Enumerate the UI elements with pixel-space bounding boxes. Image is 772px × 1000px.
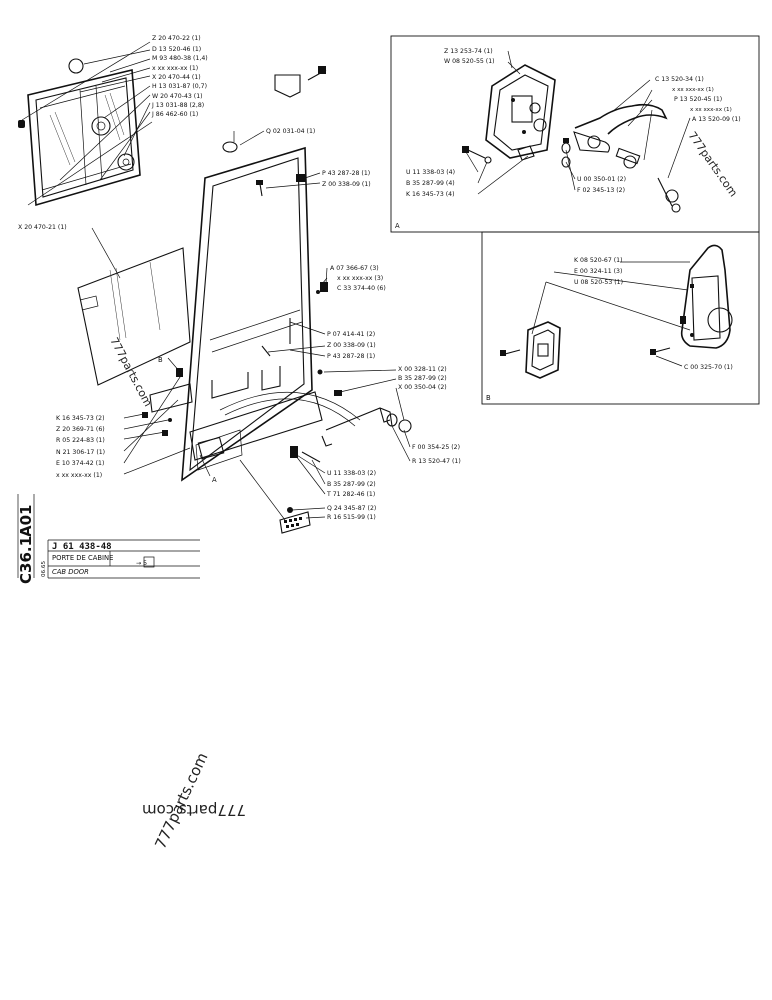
label-x00350-04: X 00 350-04 (2): [398, 384, 447, 391]
label-x20470-21: X 20 470-21 (1): [18, 224, 67, 231]
label-k08520-67: K 08 520-67 (1): [574, 257, 623, 264]
label-h13031-87: H 13 031-87 (0,7): [152, 83, 207, 90]
label-u11338-03-b: U 11 338-03 (4): [406, 169, 455, 176]
label-b35287-99-b: B 35 287-99 (2): [327, 481, 376, 488]
label-u00350-01: U 00 350-01 (2): [577, 176, 626, 183]
label-j13031-88: J 13 031-88 (2,8): [151, 102, 204, 109]
section-code-c36: C36.1: [17, 536, 35, 584]
label-xx-1: x xx xxx-xx (1): [152, 65, 198, 72]
label-x00328-11: X 00 328-11 (2): [398, 366, 447, 373]
label-q24345-87: Q 24 345-87 (2): [327, 505, 376, 512]
main-part-labels: Z 20 470-22 (1) D 13 520-46 (1) M 93 480…: [18, 35, 461, 521]
label-k16345-73-b: K 16 345-73 (4): [406, 191, 455, 198]
label-e10374-42: E 10 374-42 (1): [56, 460, 104, 467]
label-m93480-38: M 93 480-38 (1,4): [152, 55, 208, 62]
label-z13253-74: Z 13 253-74 (1): [444, 48, 493, 55]
label-q02031-04: Q 02 031-04 (1): [266, 128, 315, 135]
title-english: CAB DOOR: [52, 568, 89, 576]
watermark-bottom-inverted: 777parts.com: [142, 801, 246, 819]
label-xx-a1: x xx xxx-xx (1): [672, 87, 714, 93]
label-z00338-09-b: Z 00 338-09 (1): [327, 342, 376, 349]
label-r05224-83: R 05 224-83 (1): [56, 437, 105, 444]
inset-a-door-lock: [390, 35, 760, 233]
watermark-diagram: 777parts.com: [107, 335, 154, 408]
label-b35287-99-a: B 35 287-99 (2): [398, 375, 447, 382]
watermark-bottom-rotated: 777parts.com: [151, 750, 211, 852]
label-p07414-41: P 07 414-41 (2): [327, 331, 375, 338]
inset-a-letter: A: [395, 222, 400, 230]
watermarks: 777parts.com 777parts.com 777parts.com 7…: [107, 129, 740, 851]
label-a13520-09: A 13 520-09 (1): [692, 116, 741, 123]
label-z20369-71: Z 20 369-71 (6): [56, 426, 105, 433]
inset-b-letter: B: [486, 394, 491, 402]
label-u11338-03-a: U 11 338-03 (2): [327, 470, 376, 477]
label-xx-a2: x xx xxx-xx (1): [690, 107, 732, 113]
label-u08520-53: U 08 520-53 (1): [574, 279, 623, 286]
window-frame-assembly: [18, 41, 151, 207]
door-frame: [142, 66, 412, 534]
label-p43287-28-b: P 43 287-28 (1): [327, 353, 375, 360]
label-z00338-09-a: Z 00 338-09 (1): [322, 181, 371, 188]
title-block: A01 C36.1 06.65 J 61 438-48 PORTE DE CAB…: [17, 494, 200, 584]
section-code-a01: A01: [17, 505, 35, 537]
label-c13520-34: C 13 520-34 (1): [655, 76, 704, 83]
callout-a-letter: A: [212, 476, 217, 484]
label-n21306-17: N 21 306-17 (1): [56, 449, 105, 456]
label-x20470-44: X 20 470-44 (1): [152, 74, 201, 81]
label-f00354-25: F 00 354-25 (2): [412, 444, 460, 451]
label-e00324-11: E 00 324-11 (3): [574, 268, 622, 275]
glass-pane: [77, 227, 191, 386]
label-a07366-67: A 07 366-67 (3): [330, 265, 379, 272]
label-p13520-45: P 13 520-45 (1): [674, 96, 722, 103]
inset-b-latch: [481, 231, 760, 405]
label-xx-4: x xx xxx-xx (1): [56, 472, 102, 479]
label-r13520-47: R 13 520-47 (1): [412, 458, 461, 465]
callout-b-letter: B: [158, 356, 163, 364]
inset-a-labels: Z 13 253-74 (1) W 08 520-55 (1) C 13 520…: [395, 48, 741, 230]
reference-note: → 5: [136, 560, 147, 567]
label-c00325-70: C 00 325-70 (1): [684, 364, 733, 371]
label-t71282-46: T 71 282-46 (1): [326, 491, 375, 498]
label-f02345-13: F 02 345-13 (2): [577, 187, 625, 194]
label-p43287-28-a: P 43 287-28 (1): [322, 170, 370, 177]
label-w08520-55: W 08 520-55 (1): [444, 58, 495, 65]
label-xx-3: x xx xxx-xx (3): [337, 275, 383, 282]
edition-code: 06.65: [41, 561, 47, 577]
label-r16515-99: R 16 515-99 (1): [327, 514, 376, 521]
label-b35287-99-c: B 35 287-99 (4): [406, 180, 455, 187]
title-french: PORTE DE CABINE: [52, 554, 113, 562]
label-z20470-22: Z 20 470-22 (1): [152, 35, 201, 42]
watermark-inset: 777parts.com: [686, 129, 740, 199]
inset-b-labels: K 08 520-67 (1) E 00 324-11 (3) U 08 520…: [486, 257, 733, 402]
label-d13520-46: D 13 520-46 (1): [152, 46, 201, 53]
part-number: J 61 438-48: [52, 542, 112, 552]
label-k16345-73-a: K 16 345-73 (2): [56, 415, 105, 422]
label-w20470-43: W 20 470-43 (1): [152, 93, 203, 100]
label-j86462-60: J 86 462-60 (1): [151, 111, 198, 118]
label-c33374-40: C 33 374-40 (6): [337, 285, 386, 292]
main-leader-lines: [27, 121, 411, 519]
